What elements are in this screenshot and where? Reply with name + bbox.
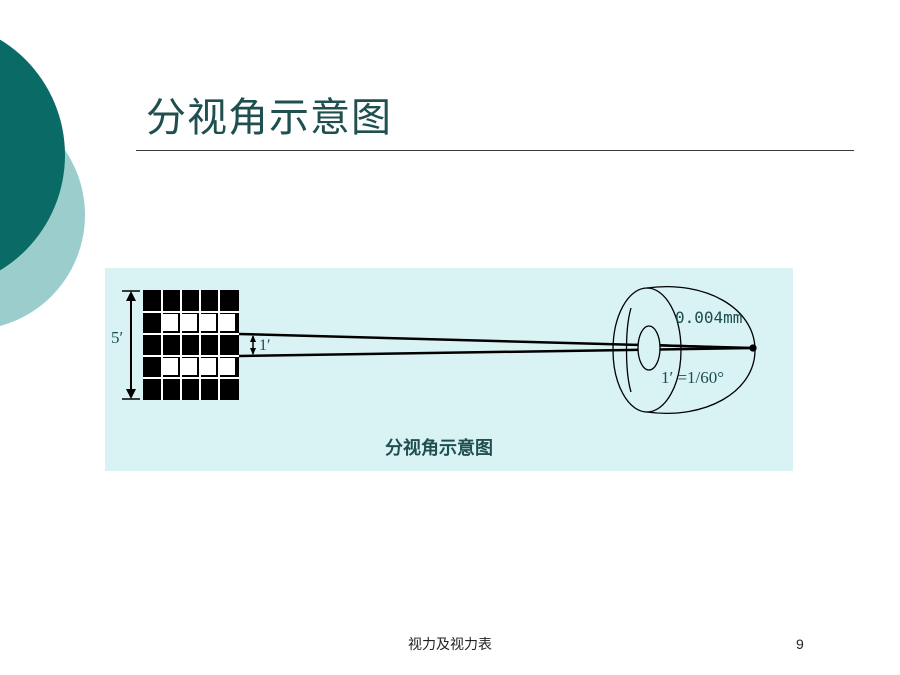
footer-text: 视力及视力表	[408, 637, 492, 653]
one-minute-dimension	[250, 335, 256, 355]
label-0004mm: 0.004mm	[675, 308, 743, 327]
slide-title: 分视角示意图	[146, 95, 392, 141]
figure-caption: 分视角示意图	[385, 438, 493, 459]
e-optotype	[143, 290, 239, 400]
label-angle-relation: 1′ =1/60°	[661, 368, 725, 387]
five-minute-dimension	[122, 290, 140, 400]
dark-teal-circle	[0, 39, 65, 271]
eyeball	[612, 286, 757, 414]
decorative-circles	[0, 39, 85, 327]
page-number: 9	[796, 636, 804, 652]
visual-angle-rays	[238, 332, 756, 358]
title-underline	[136, 150, 854, 151]
visual-angle-figure: 5′ 1′ 0.004mm 1′ =1/60° 分视角示意图	[105, 268, 793, 471]
label-5-minutes: 5′	[111, 328, 124, 347]
figure-drawing	[122, 286, 757, 414]
label-1-minute: 1′	[259, 337, 271, 354]
